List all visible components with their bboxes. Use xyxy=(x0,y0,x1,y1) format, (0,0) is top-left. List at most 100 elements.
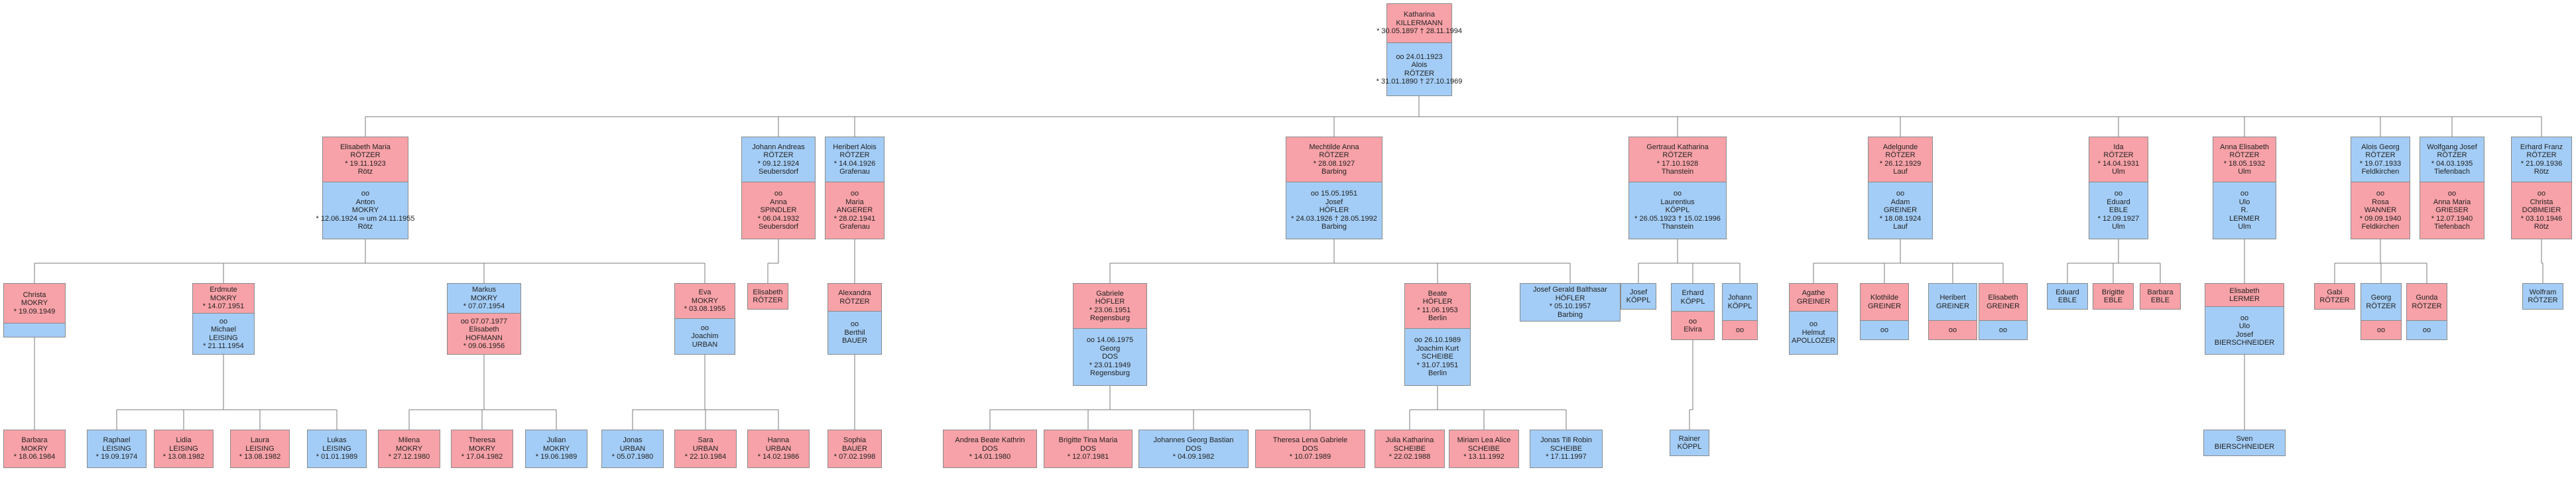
person-text-line: KÖPPL xyxy=(1626,296,1651,304)
person-text-line: oo xyxy=(1809,320,1818,329)
person-text-line: DOS xyxy=(982,444,998,453)
person-text-line: Adelgunde xyxy=(1882,143,1918,151)
spouse-section xyxy=(4,324,65,337)
person-text-line: SCHEIBE xyxy=(1467,444,1501,453)
person-text-line: Gunda xyxy=(2416,294,2438,302)
person-text-line: Laurentius xyxy=(1660,198,1695,206)
person-text-line: * 31.01.1890 † 27.10.1969 xyxy=(1376,78,1463,86)
person-text-line: oo xyxy=(2447,190,2457,198)
person-text-line: * 26.12.1929 xyxy=(1879,159,1922,168)
person-text-line: Andrea Beate Kathrin xyxy=(955,436,1025,445)
person-text-line: LEISING xyxy=(102,444,131,453)
person-text-line: MOKRY xyxy=(210,294,237,302)
person-text-line: Wolfram xyxy=(2529,288,2557,296)
person-text-line: * 05.07.1980 xyxy=(611,453,654,461)
person-text-line: Anton xyxy=(355,198,375,206)
person-text-line: * 14.01.1980 xyxy=(969,453,1011,461)
person-text-line: Rötz xyxy=(2534,223,2549,231)
person-text-line: KÖPPL xyxy=(1665,206,1690,215)
person-text-line: * 28.02.1941 xyxy=(833,214,876,223)
person-text-line: Lidia xyxy=(176,436,192,445)
person-text-line: Johann Andreas xyxy=(752,143,805,151)
person-text-line: Christa xyxy=(2530,198,2553,206)
person-text-line: oo xyxy=(2422,326,2431,334)
person-text-line: RÖTZER xyxy=(1319,151,1349,159)
person-text-line: Barbing xyxy=(1321,223,1347,231)
person-text-line: Elisabeth xyxy=(2229,286,2260,295)
person-text-line: oo xyxy=(1880,326,1889,334)
person-text-line: RÖTZER xyxy=(2366,302,2396,310)
person-text-line: DOS xyxy=(1102,353,1118,361)
spouse-section: oo xyxy=(1929,321,1977,339)
person-text-line: Hanna xyxy=(767,436,790,445)
person-text-line: RÖTZER xyxy=(2528,296,2558,304)
